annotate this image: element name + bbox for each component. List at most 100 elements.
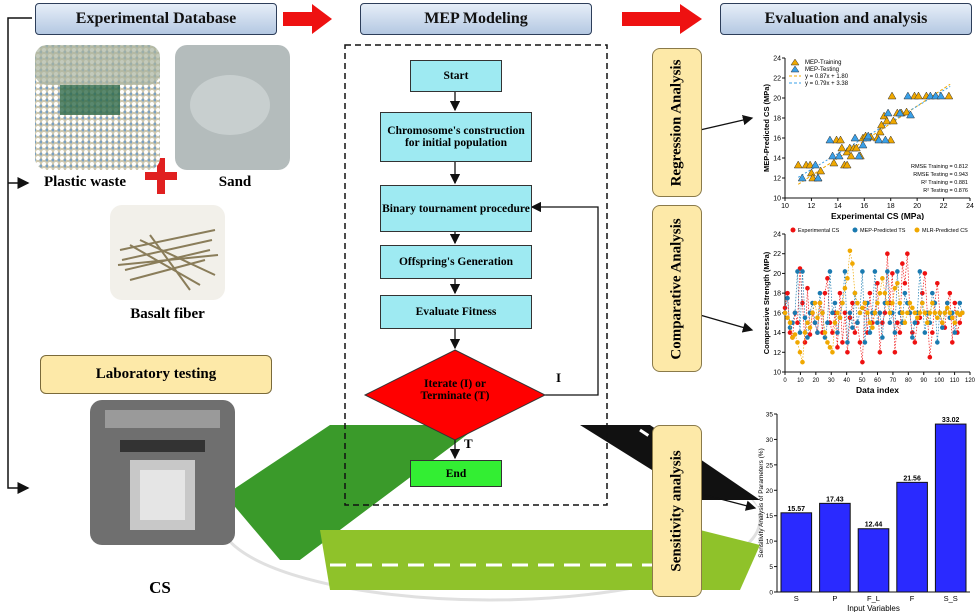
data-point (820, 310, 825, 316)
flow-decision-text: Iterate (I) or Terminate (T) (420, 378, 490, 402)
legend-entry: MEP-Predicted TS (860, 228, 906, 234)
bar (780, 512, 813, 593)
y-axis-label: Compressive Strength (MPa) (762, 251, 771, 354)
compression-test-photo (90, 400, 235, 545)
x-tick-label: F (910, 594, 915, 603)
data-point (842, 147, 852, 156)
x-tick-label: 120 (965, 378, 975, 384)
data-point (825, 340, 830, 345)
data-point (880, 276, 885, 281)
data-point (867, 330, 873, 335)
comparative-analysis-label: Comparative Analysis (668, 217, 685, 360)
data-point (883, 108, 893, 117)
bar-value-label: 21.56 (903, 475, 921, 482)
data-point (910, 305, 915, 311)
data-point (945, 300, 950, 306)
data-point (907, 300, 913, 306)
data-point (945, 305, 950, 311)
data-point (835, 310, 840, 316)
legend-marker (852, 227, 858, 233)
data-point (845, 349, 850, 355)
data-point (797, 349, 803, 355)
data-point (912, 310, 918, 316)
flow-tournament: Binary tournament procedure (380, 185, 532, 232)
data-point (888, 116, 898, 125)
data-point (935, 315, 940, 321)
comparative-analysis-box: Comparative Analysis (652, 205, 702, 372)
data-point (812, 300, 818, 306)
data-point (880, 320, 885, 326)
data-point (817, 290, 823, 296)
x-tick-label: 110 (950, 378, 960, 384)
legend-entry: MEP-Testing (805, 67, 839, 73)
data-point (787, 320, 793, 326)
data-point (902, 280, 908, 286)
data-point (840, 300, 845, 306)
x-tick-label: P (832, 594, 837, 603)
data-point (785, 295, 790, 301)
y-tick-label: 10 (766, 539, 774, 546)
data-point (787, 325, 793, 330)
data-point (795, 269, 800, 274)
iterate-label: I (556, 370, 562, 385)
data-point (895, 108, 905, 117)
data-point (887, 320, 893, 326)
x-tick-label: F_L (867, 594, 880, 603)
data-point (827, 269, 833, 274)
label-plastic-waste: Plastic waste (43, 174, 127, 190)
sensitivity-analysis-label: Sensitivity analysis (668, 450, 685, 572)
flow-start: Start (410, 60, 502, 92)
y-tick-label: 10 (773, 370, 781, 377)
data-point (806, 168, 816, 177)
data-point (880, 135, 890, 144)
data-point (825, 135, 835, 144)
data-point (785, 315, 790, 321)
data-point (835, 345, 840, 350)
stat-label: R² Training = 0.881 (921, 180, 968, 186)
flow-fitness: Evaluate Fitness (380, 295, 532, 329)
data-point (915, 315, 920, 321)
y-tick-label: 14 (773, 156, 781, 163)
data-point (906, 110, 915, 119)
data-point (825, 320, 830, 326)
data-point (830, 310, 835, 316)
bar (819, 502, 851, 593)
y-tick-label: 30 (766, 437, 774, 444)
bar (857, 528, 890, 593)
y-tick-label: 0 (769, 590, 773, 597)
y-tick-label: 15 (766, 513, 774, 520)
data-point (805, 320, 810, 326)
data-point (847, 248, 853, 254)
data-point (850, 133, 860, 142)
x-tick-label: 16 (860, 203, 868, 210)
data-point (959, 310, 965, 316)
y-tick-label: 20 (773, 96, 781, 103)
plastic-waste-photo (35, 45, 160, 170)
data-point (800, 359, 805, 365)
y-tick-label: 10 (773, 196, 781, 203)
data-point (851, 143, 861, 152)
data-point (807, 325, 813, 330)
y-tick-label: 35 (766, 412, 774, 419)
y-axis-label: MEP-Predicted CS (MPa) (762, 84, 771, 172)
legend-entry: MLR-Predicted CS (922, 228, 968, 234)
stat-label: RMSE Testing = 0.943 (913, 172, 968, 178)
data-point (936, 91, 946, 100)
data-point (847, 310, 853, 316)
data-point (947, 290, 953, 296)
data-point (846, 151, 856, 160)
red-arrow-icon (622, 4, 702, 34)
data-point (890, 271, 895, 276)
data-point (875, 320, 880, 326)
data-point (832, 320, 838, 326)
data-point (922, 310, 928, 316)
data-point (845, 340, 850, 345)
data-point (940, 325, 945, 330)
data-point (897, 300, 903, 306)
data-point (805, 285, 810, 291)
data-point (785, 290, 790, 296)
x-tick-label: 30 (828, 378, 835, 384)
data-point (890, 300, 895, 306)
fit-line-testing (797, 86, 951, 178)
